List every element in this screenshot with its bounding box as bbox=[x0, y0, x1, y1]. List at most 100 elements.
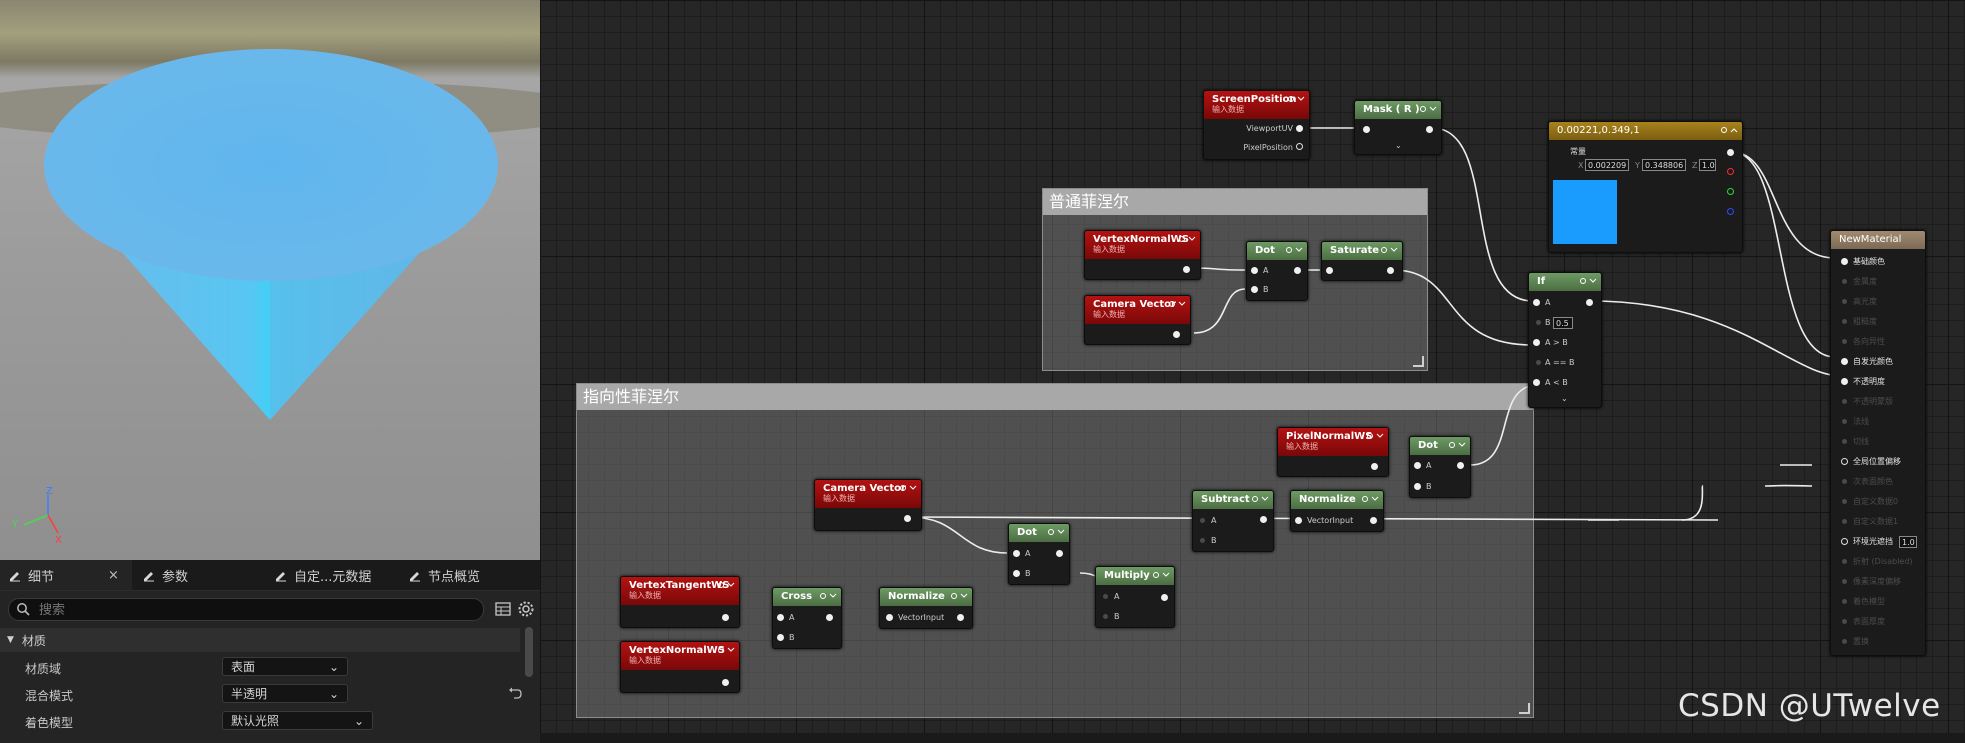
node-header[interactable]: Saturate bbox=[1322, 242, 1402, 260]
output-pin[interactable] bbox=[1457, 462, 1464, 469]
node-material-result[interactable]: NewMaterial 基础颜色金属度高光度粗糙度各向异性自发光颜色不透明度不透… bbox=[1830, 230, 1926, 656]
y-value-field[interactable]: 0.348806 bbox=[1642, 159, 1686, 171]
b-value-field[interactable]: 0.5 bbox=[1553, 317, 1573, 329]
node-if[interactable]: If A B 0.5 A > B A == B A < B ⌄ bbox=[1528, 272, 1602, 408]
color-swatch[interactable] bbox=[1553, 180, 1617, 244]
input-pin-a[interactable] bbox=[1251, 267, 1258, 274]
tab-parameters[interactable]: 参数 bbox=[142, 560, 188, 590]
output-pin[interactable] bbox=[1056, 550, 1063, 557]
tab-details[interactable]: 细节 × bbox=[0, 560, 132, 590]
node-header[interactable]: Cross bbox=[773, 588, 841, 606]
node-header[interactable]: PixelNormalWS 输入数据 bbox=[1278, 428, 1388, 456]
comment-title[interactable]: 指向性菲涅尔 bbox=[577, 384, 1533, 410]
material-input-pin[interactable] bbox=[1841, 378, 1848, 385]
material-input-pin[interactable] bbox=[1842, 519, 1847, 524]
node-screen-position[interactable]: ScreenPosition 输入数据 ViewportUV PixelPosi… bbox=[1203, 90, 1310, 160]
material-input-pin[interactable] bbox=[1842, 399, 1847, 404]
output-pin[interactable] bbox=[1426, 126, 1433, 133]
node-header[interactable]: Normalize bbox=[880, 588, 972, 606]
material-input-pin[interactable] bbox=[1842, 279, 1847, 284]
output-pin[interactable] bbox=[1371, 463, 1378, 470]
node-normalize[interactable]: Normalize VectorInput bbox=[879, 587, 973, 629]
material-input-pin[interactable] bbox=[1842, 579, 1847, 584]
node-header[interactable]: Mask ( R ) bbox=[1355, 101, 1441, 119]
table-view-icon[interactable] bbox=[494, 600, 512, 618]
output-pin[interactable] bbox=[1296, 125, 1303, 132]
node-dot[interactable]: Dot A B bbox=[1246, 241, 1308, 301]
output-pin[interactable] bbox=[826, 614, 833, 621]
node-header[interactable]: VertexNormalWS 输入数据 bbox=[621, 642, 739, 670]
node-mask[interactable]: Mask ( R ) ⌄ bbox=[1354, 100, 1442, 155]
material-input-pin[interactable] bbox=[1842, 499, 1847, 504]
input-pin-b[interactable] bbox=[1536, 320, 1541, 325]
material-input-pin[interactable] bbox=[1842, 299, 1847, 304]
input-pin-b[interactable] bbox=[1013, 570, 1020, 577]
node-dot[interactable]: Dot A B bbox=[1008, 523, 1070, 585]
node-normalize[interactable]: Normalize VectorInput bbox=[1290, 490, 1384, 532]
material-input-pin[interactable] bbox=[1842, 419, 1847, 424]
material-input-pin[interactable] bbox=[1842, 479, 1847, 484]
input-pin-b[interactable] bbox=[1251, 286, 1258, 293]
material-category-header[interactable]: ▼ 材质 bbox=[0, 628, 520, 652]
material-input-pin[interactable] bbox=[1842, 319, 1847, 324]
chevron-down-icon[interactable]: ⌄ bbox=[1395, 141, 1402, 150]
output-pin[interactable] bbox=[957, 614, 964, 621]
node-constant3-vector[interactable]: 0.00221,0.349,1 常量 X 0.002209 Y 0.348806… bbox=[1548, 121, 1743, 253]
output-pin[interactable] bbox=[1296, 143, 1303, 150]
search-box[interactable] bbox=[8, 598, 484, 621]
z-value-field[interactable]: 1.0 bbox=[1699, 159, 1716, 171]
node-cross[interactable]: Cross A B bbox=[772, 587, 842, 649]
material-input-pin[interactable] bbox=[1841, 538, 1848, 545]
material-input-pin[interactable] bbox=[1841, 458, 1848, 465]
search-input[interactable] bbox=[37, 600, 471, 620]
input-pin-a[interactable] bbox=[1013, 550, 1020, 557]
output-pin[interactable] bbox=[1370, 517, 1377, 524]
tab-custom-metadata[interactable]: 自定...元数据 bbox=[274, 560, 371, 590]
reset-arrow-icon[interactable] bbox=[508, 687, 522, 699]
node-vertex-normal-ws[interactable]: VertexNormalWS 输入数据 bbox=[1084, 230, 1201, 280]
node-vertex-normal-ws[interactable]: VertexNormalWS 输入数据 bbox=[620, 641, 740, 693]
input-pin[interactable] bbox=[886, 614, 893, 621]
details-scrollbar[interactable] bbox=[525, 627, 533, 677]
node-header[interactable]: ScreenPosition 输入数据 bbox=[1204, 91, 1309, 119]
comment-title[interactable]: 普通菲涅尔 bbox=[1043, 189, 1427, 215]
node-header[interactable]: Subtract bbox=[1193, 491, 1273, 509]
output-pin-b[interactable] bbox=[1727, 208, 1734, 215]
blend-mode-dropdown[interactable]: 半透明 ⌄ bbox=[222, 684, 348, 703]
material-graph-canvas[interactable]: 普通菲涅尔 指向性菲涅尔 bbox=[540, 0, 1965, 743]
output-pin[interactable] bbox=[1260, 516, 1267, 523]
output-pin[interactable] bbox=[1161, 594, 1168, 601]
output-pin-g[interactable] bbox=[1727, 188, 1734, 195]
input-pin-a[interactable] bbox=[1414, 462, 1421, 469]
gear-icon[interactable] bbox=[517, 600, 535, 618]
node-header[interactable]: Normalize bbox=[1291, 491, 1383, 509]
material-domain-dropdown[interactable]: 表面 ⌄ bbox=[222, 657, 348, 676]
input-pin-a-equals-b[interactable] bbox=[1536, 360, 1541, 365]
chevron-down-icon[interactable]: ⌄ bbox=[1561, 394, 1568, 403]
close-icon[interactable]: × bbox=[108, 567, 119, 583]
material-input-pin[interactable] bbox=[1842, 339, 1847, 344]
node-header[interactable]: Camera Vector 输入数据 bbox=[1085, 296, 1190, 324]
resize-handle[interactable] bbox=[1413, 356, 1424, 367]
node-dot[interactable]: Dot A B bbox=[1409, 436, 1471, 498]
resize-handle[interactable] bbox=[1519, 703, 1530, 714]
output-pin[interactable] bbox=[1183, 266, 1190, 273]
node-header[interactable]: Dot bbox=[1247, 242, 1307, 260]
node-header[interactable]: Camera Vector 输入数据 bbox=[815, 480, 921, 508]
output-pin-rgb[interactable] bbox=[1727, 149, 1734, 156]
node-header[interactable]: Dot bbox=[1009, 524, 1069, 542]
input-pin-b[interactable] bbox=[1103, 614, 1108, 619]
input-pin[interactable] bbox=[1326, 267, 1333, 274]
tab-node-overview[interactable]: 节点概览 bbox=[408, 560, 480, 590]
node-vertex-tangent-ws[interactable]: VertexTangentWS 输入数据 bbox=[620, 576, 740, 628]
output-pin[interactable] bbox=[1173, 331, 1180, 338]
node-pixel-normal-ws[interactable]: PixelNormalWS 输入数据 bbox=[1277, 427, 1389, 477]
output-pin[interactable] bbox=[1586, 299, 1593, 306]
material-input-pin[interactable] bbox=[1842, 439, 1847, 444]
input-pin-b[interactable] bbox=[1414, 483, 1421, 490]
node-saturate[interactable]: Saturate bbox=[1321, 241, 1403, 281]
node-camera-vector[interactable]: Camera Vector 输入数据 bbox=[1084, 295, 1191, 345]
material-input-pin[interactable] bbox=[1842, 599, 1847, 604]
output-pin[interactable] bbox=[1294, 267, 1301, 274]
node-header[interactable]: 0.00221,0.349,1 bbox=[1549, 122, 1742, 140]
